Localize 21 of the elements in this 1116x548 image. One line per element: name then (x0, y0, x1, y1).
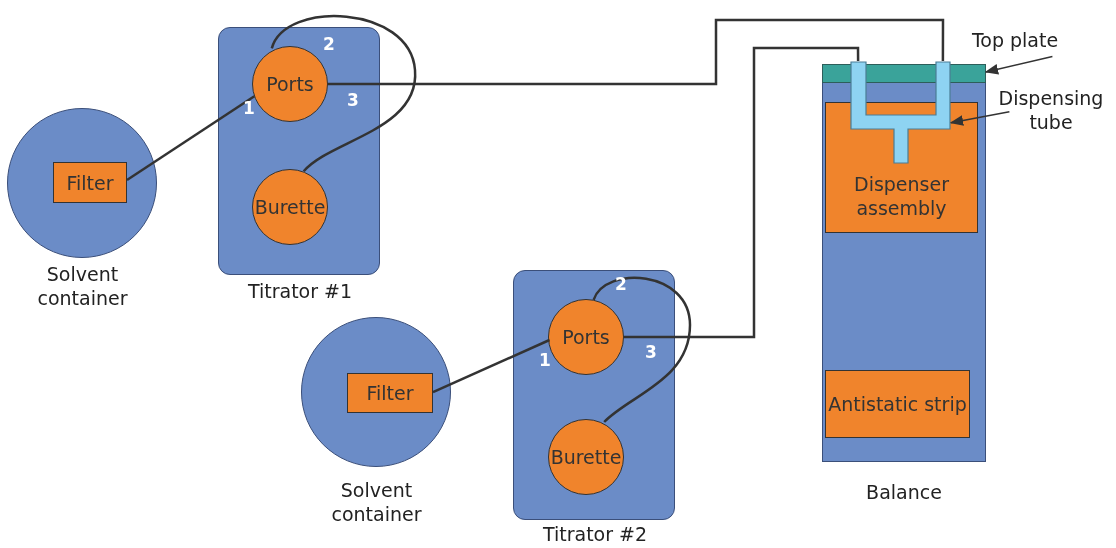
part-label: Top plate (960, 28, 1070, 54)
component-label: Titrator #2 (541, 522, 649, 546)
component-box: Filter (53, 162, 127, 203)
port-number: 2 (614, 273, 628, 296)
tubing-line (126, 95, 255, 182)
port-number: 3 (346, 89, 360, 112)
component-box: Filter (347, 373, 433, 413)
tubing-line (328, 18, 945, 86)
component-label: Titrator #1 (246, 279, 354, 303)
tubing-line (432, 338, 550, 394)
tubing-line (624, 46, 860, 339)
component-box: Antistatic strip (825, 370, 970, 438)
component-label: Balance (865, 480, 943, 504)
component-label: Solvent container (36, 262, 129, 310)
port-number: 3 (644, 341, 658, 364)
tubing-line (592, 276, 692, 423)
leader-arrow (984, 55, 1054, 75)
part-label: Dispensing tube (988, 86, 1114, 142)
tubing-line (270, 14, 417, 173)
component-label: Solvent container (330, 478, 423, 526)
dispensing-tube (850, 61, 951, 164)
